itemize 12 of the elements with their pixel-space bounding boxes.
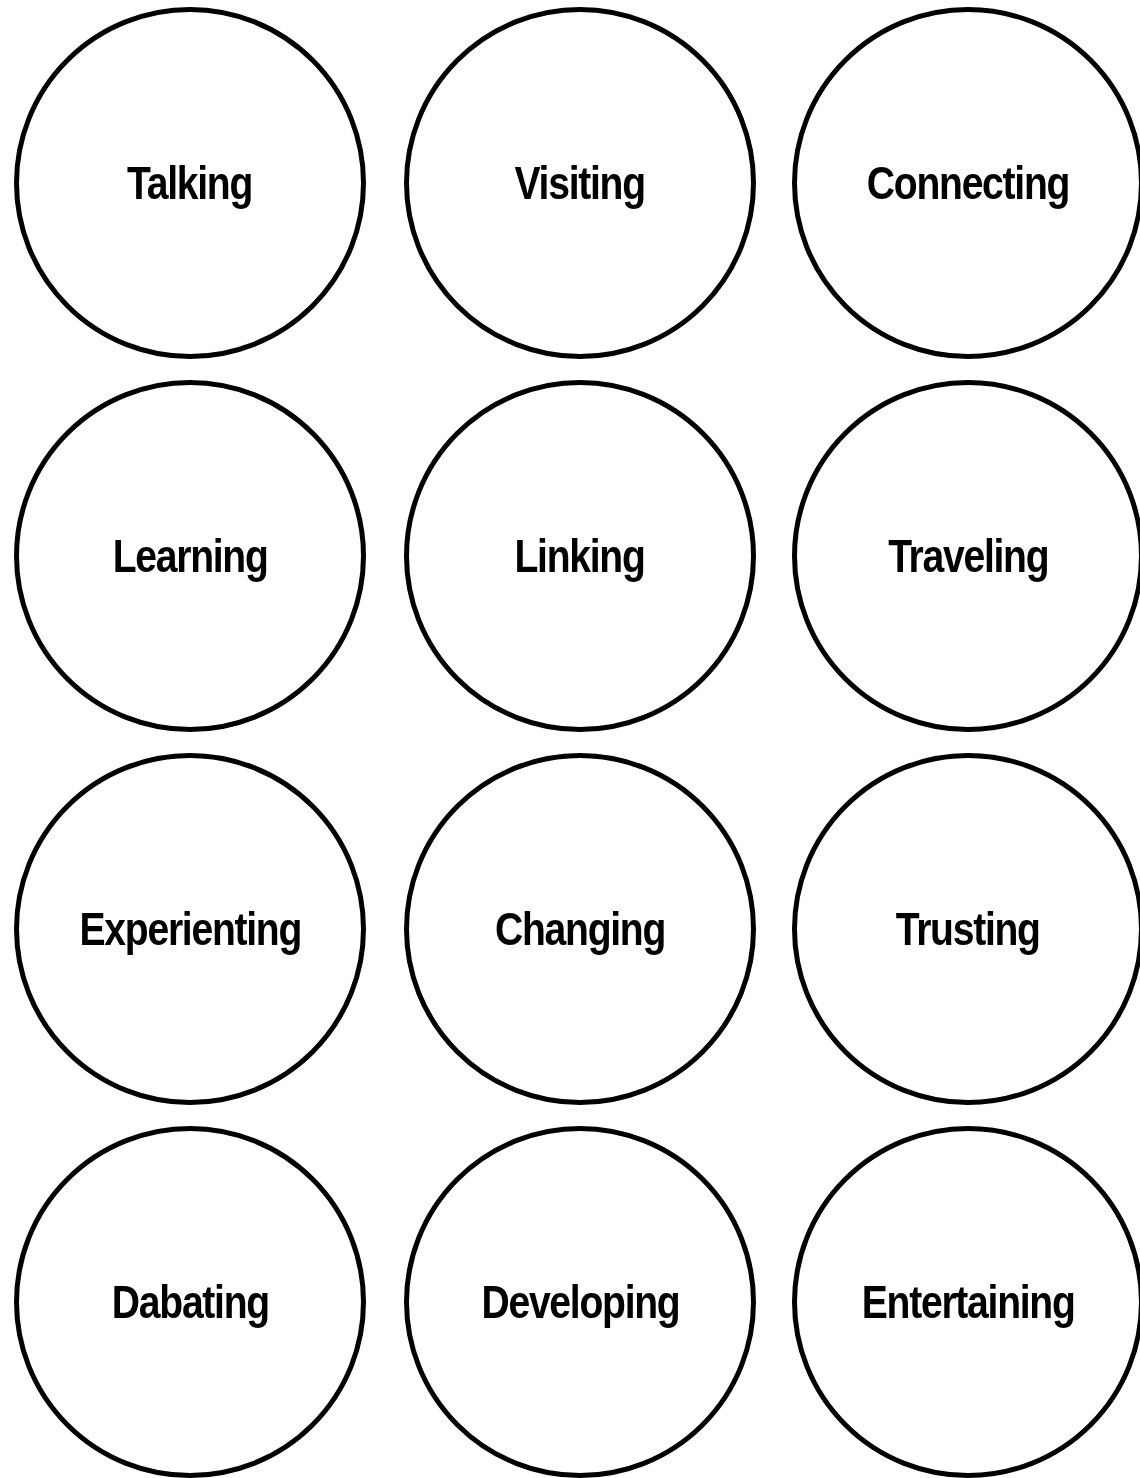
circle-label: Trusting [895, 902, 1040, 956]
circle-label: Dabating [111, 1275, 269, 1329]
circle-label: Connecting [866, 156, 1070, 210]
circle-label: Changing [494, 902, 666, 956]
circle-label: Visiting [514, 156, 646, 210]
circle-label: Developing [481, 1275, 679, 1329]
circle-label: Talking [127, 156, 253, 210]
circle-label: Traveling [887, 529, 1049, 583]
circle-label: Experienting [79, 902, 301, 956]
circle-label: Entertaining [861, 1275, 1075, 1329]
circle-label: Linking [514, 529, 646, 583]
circle-label: Learning [112, 529, 268, 583]
